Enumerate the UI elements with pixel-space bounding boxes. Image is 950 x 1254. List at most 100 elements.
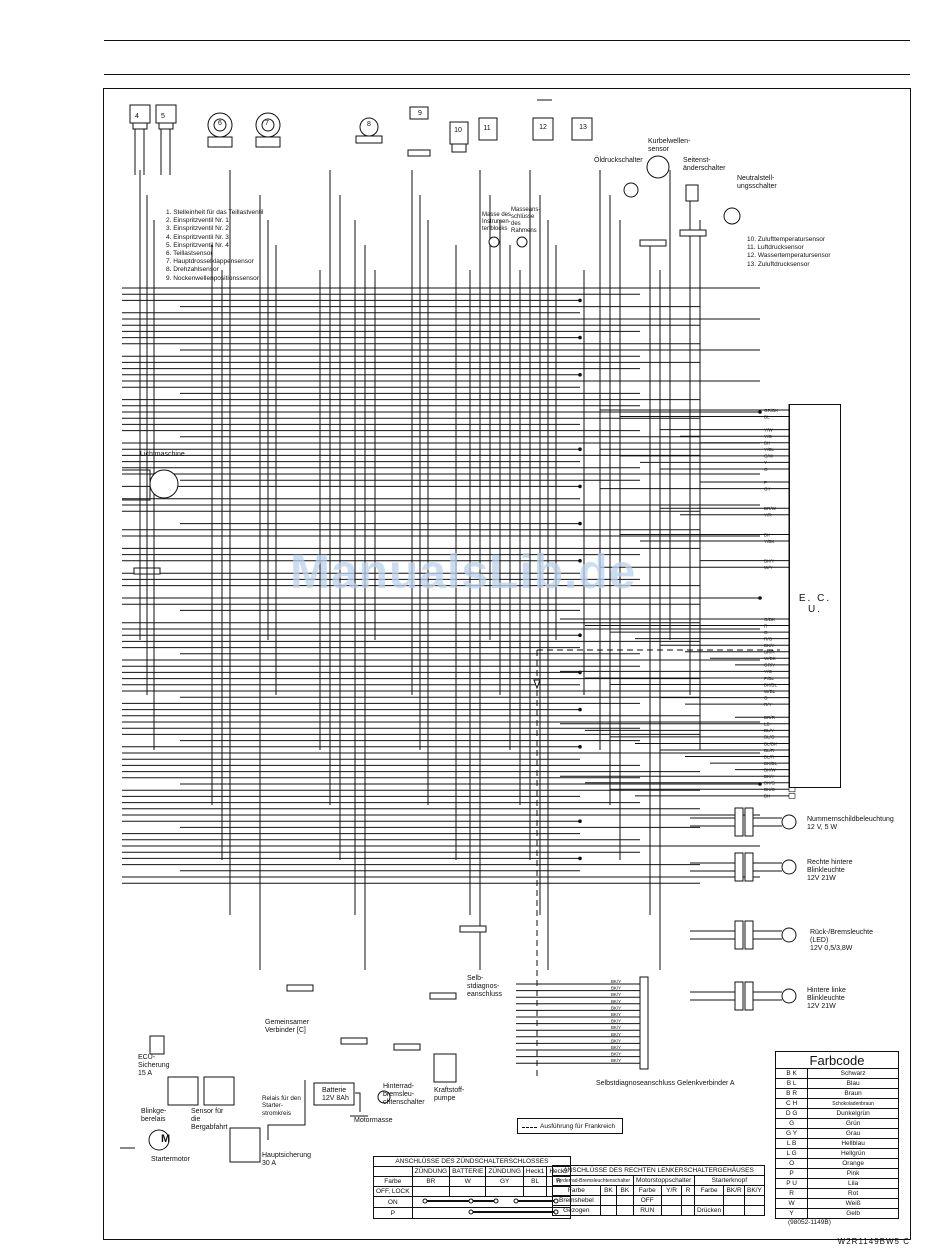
junction-dot	[578, 298, 582, 303]
wire-color-code: BK/Y	[611, 999, 621, 1004]
diagram-frame	[103, 88, 911, 1240]
license-plate-light-label: Nummernschildbeleuchtung 12 V, 5 W	[807, 816, 894, 831]
color-abbr: B K	[774, 1068, 809, 1079]
battery-cable	[267, 1080, 306, 1140]
color-name: Schwarz	[807, 1068, 899, 1079]
speed-sensor-plug	[355, 135, 383, 144]
starter-motor-label: Startermotor	[151, 1156, 190, 1163]
second-rule	[104, 74, 910, 75]
handlebar-group: Motorstoppschalter	[632, 1175, 695, 1186]
rear-light-connector	[744, 852, 754, 882]
component-4-number: 4	[135, 113, 139, 120]
junction-dot	[578, 521, 582, 526]
instrument-ground-label: Masse des Instrumen- tenblocks	[482, 212, 512, 232]
rear-light-connector	[734, 981, 744, 1011]
rear-light-connector	[734, 920, 744, 950]
oil-switch	[623, 182, 639, 198]
starter-relay-label: Relais für den Starter- stromkreis	[262, 1095, 301, 1117]
junction-dot	[578, 745, 582, 749]
handlebar-cell	[723, 1195, 745, 1206]
wire-color-code: BK/Y	[611, 1019, 621, 1024]
legend_left-item: 4. Einspritzventil Nr. 3	[166, 233, 229, 241]
color-name: Dunkelgrün	[807, 1108, 899, 1119]
color-abbr: G	[774, 1118, 809, 1129]
handlebar-header-cell: R	[681, 1185, 695, 1196]
handlebar-table-title: ANSCHLÜSSE DES RECHTEN LENKERSCHALTERGEH…	[552, 1165, 765, 1176]
battery-label: Batterie 12V 8Ah	[322, 1087, 349, 1102]
junction-dot	[578, 447, 582, 452]
frame-ground-label: Masseans- schlüsse des Rahmens	[511, 207, 541, 234]
handlebar-cell	[681, 1205, 695, 1216]
wire-color-code: BK/Y	[611, 1045, 621, 1050]
sensor-11	[478, 117, 498, 141]
color-abbr: O	[774, 1158, 809, 1169]
rear-left-turn-label: Hintere linke Blinkleuchte 12V 21W	[807, 987, 846, 1010]
handlebar-cell	[616, 1195, 634, 1206]
wire-color-code: BK/Y	[611, 1012, 621, 1017]
ignition-header-cell	[373, 1166, 413, 1177]
handlebar-cell	[599, 1205, 618, 1216]
starter-motor	[148, 1129, 170, 1151]
sensor-6-plug	[207, 136, 233, 148]
handlebar-cell: OFF	[632, 1195, 662, 1206]
junction-dot	[578, 373, 582, 377]
rear-light-connector	[744, 920, 754, 950]
legend_left-item: 3. Einspritzventil Nr. 2	[166, 225, 229, 233]
lamp	[781, 927, 797, 943]
handlebar-cell	[693, 1195, 725, 1206]
sensor-6-inner	[213, 118, 227, 132]
handlebar-group: Vorderrad-Bremsleuchtenschalter	[552, 1175, 634, 1186]
color-abbr: Y	[774, 1208, 809, 1219]
diode-symbol	[533, 679, 541, 690]
color-name: Schokoladenbraun	[807, 1098, 899, 1109]
self-diagnosis-connector-label: Selb- stdiagnos- eanschluss	[467, 975, 503, 998]
handlebar-header-cell: Y/R	[660, 1185, 683, 1196]
ignition-color-cell: W	[449, 1176, 487, 1187]
part-sub-code: (98052-1149B)	[788, 1219, 831, 1226]
handlebar-header-cell: Farbe	[632, 1185, 662, 1196]
sensor-10-plug	[451, 143, 467, 153]
alternator-label: Lichtmaschine	[140, 451, 185, 458]
junction-dot	[578, 484, 582, 489]
color-abbr: P	[774, 1168, 809, 1179]
color-abbr: P U	[774, 1178, 809, 1189]
sensor-7-plug	[255, 136, 281, 148]
sensor-13	[571, 117, 593, 141]
junction-dot	[578, 856, 582, 861]
component-12-number: 12	[539, 124, 547, 131]
legend_right-item: 10. Zulufttemperatursensor	[747, 236, 826, 243]
junction-dot	[758, 596, 762, 600]
ignition-row-off: OFF, LOCK	[373, 1186, 413, 1197]
junction-dot	[578, 559, 582, 563]
joint-connector-a-label: Selbstdiagnoseanschluss Gelenkverbinder …	[596, 1080, 735, 1087]
handlebar-cell	[599, 1195, 618, 1206]
lamp	[781, 814, 797, 830]
legend_right-item: 12. Wassertemperatursensor	[747, 252, 831, 260]
wire-color-code: BK/Y	[611, 1005, 621, 1010]
wire-color-code: BK/Y	[611, 1025, 621, 1030]
top-rule	[104, 40, 910, 41]
crank-sensor-label: Kurbelwellen- sensor	[648, 138, 691, 153]
color-abbr: L G	[774, 1148, 809, 1159]
ignition-color-cell: GY	[485, 1176, 524, 1187]
wire-color-code: BK/Y	[611, 1058, 621, 1063]
color-name: Rot	[807, 1188, 899, 1199]
color-abbr: W	[774, 1198, 809, 1209]
rear-light-connector	[744, 807, 754, 837]
handlebar-cell: Drücken	[693, 1205, 725, 1216]
rear-light-connector	[744, 981, 754, 1011]
alternator-wire	[122, 484, 151, 501]
wire-color-code: BK/Y	[611, 979, 621, 984]
fuel-pump	[433, 1053, 457, 1083]
handlebar-cell	[660, 1195, 683, 1206]
junction-dot	[578, 335, 582, 340]
